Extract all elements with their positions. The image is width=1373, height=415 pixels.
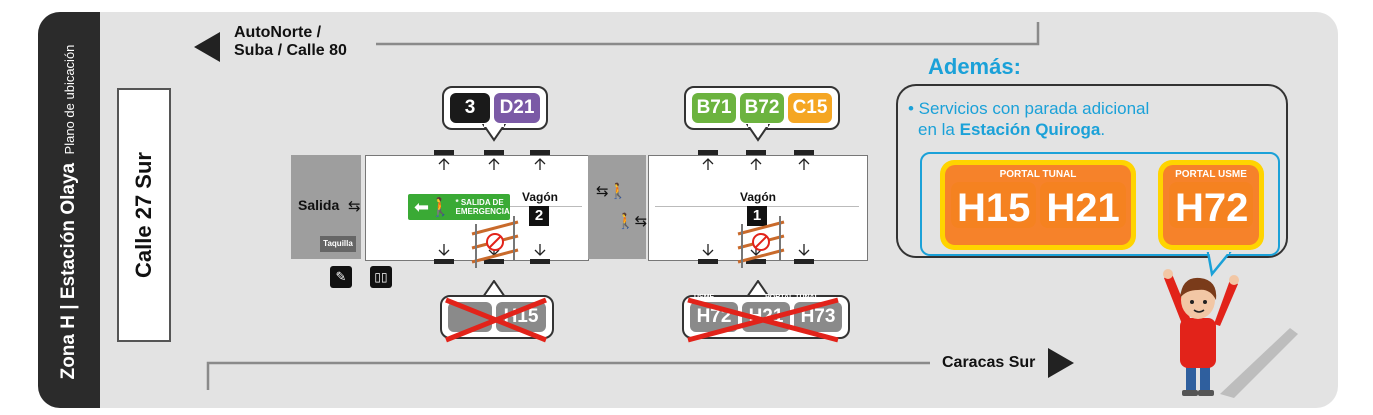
portal-usme-routes: H72 bbox=[1169, 182, 1253, 230]
pedestrian-crossing bbox=[588, 155, 646, 259]
ticket-office: Taquilla bbox=[320, 236, 356, 252]
mascot-illustration bbox=[1163, 269, 1298, 398]
speech-pointer bbox=[1206, 252, 1232, 277]
route-badge: H72 bbox=[1169, 182, 1253, 230]
route-badge: B71 bbox=[692, 93, 736, 123]
south-route-line bbox=[206, 361, 930, 390]
vagon-number: 2 bbox=[529, 206, 549, 226]
vagon-label: Vagón bbox=[522, 190, 559, 204]
portal-usme-group: PORTAL USME H72 bbox=[1158, 160, 1264, 250]
line2-suffix: . bbox=[1100, 120, 1106, 139]
portal-label: USME bbox=[694, 294, 715, 301]
cross-out-icon bbox=[687, 297, 839, 343]
station-name: Estación Quiroga bbox=[959, 120, 1101, 139]
arrow-left-icon bbox=[194, 32, 220, 62]
arrow-right-icon bbox=[1048, 348, 1074, 378]
turnstile-icon: ▯▯ bbox=[370, 266, 392, 288]
boarding-doors-top bbox=[698, 150, 814, 170]
north-direction-label: AutoNorte / Suba / Calle 80 bbox=[234, 24, 347, 60]
ademas-title: Además: bbox=[928, 54, 1021, 79]
portal-usme-card: PORTAL USME H72 bbox=[1163, 165, 1259, 245]
street-name: Calle 27 Sur bbox=[131, 152, 156, 278]
callout-pointer bbox=[746, 124, 770, 142]
closed-door-barrier-icon bbox=[737, 216, 785, 268]
routes-callout-vagon2: 3 D21 bbox=[442, 86, 548, 130]
plan-subtitle: Plano de ubicación bbox=[62, 44, 77, 155]
portal-tunal-routes: H15 H21 bbox=[951, 182, 1126, 230]
route-badge: H15 bbox=[951, 182, 1037, 230]
portal-label: PORTAL TUNAL bbox=[765, 294, 819, 301]
suspended-route-badge: H73 bbox=[794, 302, 842, 332]
emergency-exit-sign: ⬅🚶 * SALIDA DE EMERGENCIA bbox=[408, 194, 510, 220]
zone-station-title: Zona H | Estación Olaya bbox=[58, 162, 79, 380]
portal-tunal-group: PORTAL TUNAL H15 H21 bbox=[940, 160, 1136, 250]
cross-out-icon bbox=[445, 297, 547, 343]
routes-callout-vagon1: B71 B72 C15 bbox=[684, 86, 840, 130]
exit-label: Salida bbox=[298, 197, 340, 213]
north-route-line bbox=[376, 22, 1040, 46]
emergency-arrow-icon: ⬅🚶 bbox=[414, 196, 452, 217]
line2-prefix: en la bbox=[918, 120, 955, 139]
callout-pointer bbox=[482, 124, 506, 142]
boarding-doors-top bbox=[434, 150, 550, 170]
route-badge: C15 bbox=[788, 93, 832, 123]
closed-door-barrier-icon bbox=[471, 216, 519, 268]
portal-tunal-card: PORTAL TUNAL H15 H21 bbox=[945, 165, 1131, 245]
ademas-line-1: • Servicios con parada adicional bbox=[908, 99, 1150, 118]
route-badge: B72 bbox=[740, 93, 784, 123]
boarding-doors-bottom bbox=[698, 244, 814, 264]
route-badge: D21 bbox=[494, 93, 540, 123]
pedestrian-icon: ⇆🚶 bbox=[596, 183, 628, 200]
direction-line-1: AutoNorte / bbox=[234, 24, 322, 41]
direction-line-2: Suba / Calle 80 bbox=[234, 42, 347, 59]
street-label-box: Calle 27 Sur bbox=[117, 88, 171, 342]
emergency-line-2: EMERGENCIA bbox=[455, 207, 510, 216]
card-recharge-icon: ✎ bbox=[330, 266, 352, 288]
vagon-label: Vagón bbox=[740, 190, 777, 204]
station-sidebar: Zona H | Estación Olaya Plano de ubicaci… bbox=[38, 12, 100, 408]
route-badge: 3 bbox=[450, 93, 490, 123]
route-badge: H21 bbox=[1040, 182, 1126, 230]
portal-label: PORTAL TUNAL bbox=[999, 169, 1077, 180]
ademas-text: • Servicios con parada adicional en la E… bbox=[908, 98, 1149, 140]
ademas-line-2: en la Estación Quiroga. bbox=[908, 119, 1149, 140]
vagon-2-marker: Vagón 2 bbox=[522, 190, 559, 226]
emergency-line-1: * SALIDA DE bbox=[455, 198, 504, 207]
vagon-1-marker: Vagón 1 bbox=[740, 190, 777, 226]
portal-label: PORTAL USME bbox=[1175, 169, 1247, 180]
pedestrian-icon: 🚶⇆ bbox=[616, 213, 648, 230]
vagon-number: 1 bbox=[747, 206, 767, 226]
south-direction-label: Caracas Sur bbox=[942, 354, 1036, 371]
